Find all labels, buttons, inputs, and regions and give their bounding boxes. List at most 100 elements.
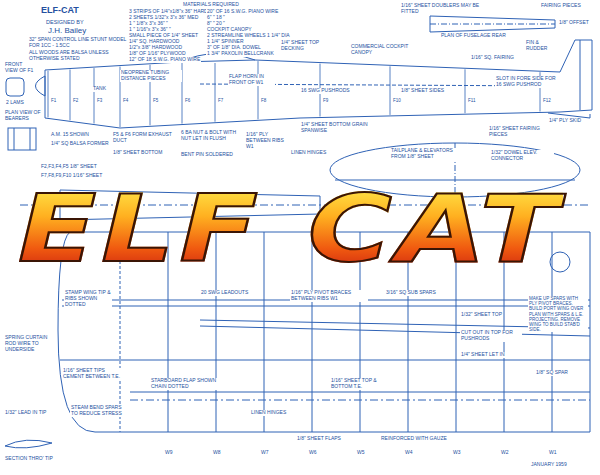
former-line	[70, 70, 71, 121]
plan-note: LINEN HINGES	[290, 150, 327, 156]
plan-note: 20 SWG LEADOUTS	[200, 290, 249, 296]
plan-note: SMALL PIECE OF 1/4" SHEET	[128, 33, 199, 39]
plan-note: 1/8" OF 1/16" PLYWOOD	[128, 51, 187, 57]
rudder-hinge	[580, 40, 581, 110]
plan-note: 1/16" PLY BETWEEN RIBS W1	[245, 132, 293, 149]
plan-note: F1	[50, 98, 57, 103]
plan-note: 1/4" SHEET TOP DECKING	[280, 40, 342, 52]
plan-note: 8" " 20 "	[206, 21, 226, 27]
plan-note: F11	[467, 98, 476, 103]
plan-note: FAIRING PIECES	[540, 3, 582, 9]
plan-note: 1/16" SHEET TIPS CEMENT BETWEEN T.E.	[62, 368, 124, 380]
plan-note: W3	[452, 450, 462, 456]
plan-note: 1/8" SHEET BOTTOM	[112, 150, 163, 156]
plan-note: LINEN HINGES	[250, 410, 287, 416]
plan-note: J.H. Bailey	[47, 26, 87, 35]
plan-note: 12" OF 18 S.W.G. PIANO WIRE	[128, 57, 201, 63]
plan-note: FLAP HORN IN FRONT OF W1	[228, 74, 275, 86]
plan-note: 1/8" OFFSET	[558, 20, 590, 26]
fuselage-rear-plan	[430, 16, 555, 32]
plan-note: PLAN OF FUSELAGE REAR	[440, 33, 507, 39]
plan-note: F7,F8,F9,F10 1/16" SHEET	[40, 173, 103, 179]
plan-note: SLOT IN FORE SIDE FOR 16 SWG PUSHROD	[495, 76, 557, 88]
plan-note: 1 3/4" PAXOLIN BELLCRANK	[206, 51, 275, 57]
plan-note: 3/16" SQ SUB SPARS	[385, 290, 437, 296]
plan-note: F9	[322, 98, 329, 103]
plan-note: 1/4" PLY SKID	[548, 118, 582, 124]
plan-note: 3" OF 1/8" DIA. DOWEL	[206, 45, 262, 51]
plan-note: F3	[96, 98, 103, 103]
tip-section	[5, 440, 52, 448]
spar	[62, 306, 590, 307]
plan-note: W5	[356, 450, 366, 456]
plan-note: F5 & F6 FORM EXHAUST DUCT	[112, 132, 174, 144]
plan-note: 1/8" SHEET FLAPS	[296, 436, 342, 442]
plan-note: 1/16" SHEET DOUBLERS MAY BE FITTED	[400, 3, 482, 15]
plan-note: 1/16" SHEET TOP & BOTTOM T.E.	[330, 378, 388, 390]
plan-note: SPRING CURTAIN ROD WIRE TO UNDERSIDE	[4, 335, 56, 352]
plan-note: FIN & RUDDER	[525, 40, 562, 52]
plan-note: F12	[542, 98, 552, 103]
plan-note: 1/16" SHEET FAIRING PIECES	[488, 126, 546, 138]
plan-note: 1/32" LEAD IN TIP	[4, 410, 47, 416]
spinner	[36, 76, 46, 96]
fuselage-formers	[48, 61, 540, 127]
plan-note: FRONT VIEW OF F1	[4, 62, 36, 74]
plan-note: MATERIALS REQUIRED	[182, 2, 240, 8]
plan-note: F10	[392, 98, 402, 103]
plan-note: TAILPLANE & ELEVATORS FROM 1/8" SHEET	[390, 148, 464, 160]
plan-note: 1/32" SHEET TOP	[460, 312, 503, 318]
plan-note: BENT PIN SOLDERED	[180, 152, 234, 158]
plan-note: F7	[217, 98, 224, 103]
plan-note: W9	[164, 450, 174, 456]
plan-note: NEOPRENE TUBING DISTANCE PIECES	[120, 70, 182, 82]
former-line	[390, 66, 391, 115]
former-line	[465, 69, 466, 113]
former-line	[48, 71, 49, 118]
plan-note: 1 " 1/8"x 3"x 36" "	[128, 21, 169, 27]
plan-note: 1/16" PLY PIVOT BRACES BETWEEN RIBS W1	[290, 290, 368, 302]
plan-note: 1/32" DOWEL ELEV. CONNECTOR	[490, 150, 554, 162]
plan-note: F2	[72, 98, 79, 103]
former-line	[258, 61, 259, 119]
plan-note: 1/4" SQ. HARDWOOD	[128, 39, 180, 45]
plan-note: 16 SWG PUSHRODS	[300, 88, 351, 94]
plan-note: DESIGNED BY	[45, 19, 85, 25]
bearer	[14, 128, 15, 150]
plan-note: ALL WOODS ARE BALSA UNLESS OTHERWISE STA…	[28, 50, 130, 62]
plan-note: 32" SPAN CONTROL LINE STUNT MODEL FOR 1C…	[28, 37, 130, 49]
plan-note: STEAM BEND SPARS TO REDUCE STRESS	[70, 405, 130, 417]
plan-note: 2 STREAMLINE WHEELS 1 1/4" DIA	[206, 33, 291, 39]
bearer	[30, 128, 31, 150]
plan-note: STARBOARD FLAP SHOWN CHAIN DOTTED	[150, 378, 218, 390]
plan-note: 1/4" SHEET BOTTOM GRAIN SPANWISE	[300, 122, 382, 134]
fuselage-side-view	[45, 40, 592, 128]
plan-note: W2	[500, 450, 510, 456]
plan-note: 1 " 1/16"x 3"x 36" "	[128, 27, 172, 33]
sub-spar	[60, 360, 590, 361]
fuselage-rear-centre	[430, 24, 555, 25]
plan-note: 1 1/4" SPINNER	[206, 39, 245, 45]
plan-note: 3 STRIPS OF 1/4"x1/8"x 36" HARD	[128, 9, 209, 15]
plan-note: W7	[260, 450, 270, 456]
plan-note: 1/2"x 3/8" HARDWOOD	[128, 45, 183, 51]
plan-note: REINFORCED WITH GAUZE	[380, 436, 448, 442]
plan-note: 1/8" SQ SPAR	[535, 370, 569, 376]
plan-note: F6	[184, 98, 191, 103]
plan-note: 2 LAMS	[5, 100, 25, 106]
plan-note: SECTION THRO' TIP	[4, 456, 54, 462]
bearer-plan	[8, 128, 36, 150]
plan-note: 1/16" SQ. FAIRING	[470, 55, 515, 61]
plan-note: 2 SHEETS 1/32"x 3"x 36" MED	[128, 15, 199, 21]
plan-note: JANUARY 1959	[530, 462, 568, 468]
plan-title: ELF-CAT	[40, 5, 80, 15]
plan-note: 1/4" SQ BALSA FORMER	[50, 141, 110, 147]
plan-note: PLAN VIEW OF BEARERS	[4, 110, 42, 122]
plan-note: 6 BA NUT & BOLT WITH NUT LET IN FLUSH	[180, 130, 238, 142]
plan-note: F2,F3,F4,F5 1/8" SHEET	[40, 164, 98, 170]
plan-note: W8	[212, 450, 222, 456]
plan-note: STAMP WING TIP & RIBS SHOWN DOTTED	[64, 290, 112, 307]
plan-note: A.M. 15 SHOWN	[50, 132, 90, 138]
plan-note: 20" OF 16 S.W.G. PIANO WIRE	[206, 9, 279, 15]
